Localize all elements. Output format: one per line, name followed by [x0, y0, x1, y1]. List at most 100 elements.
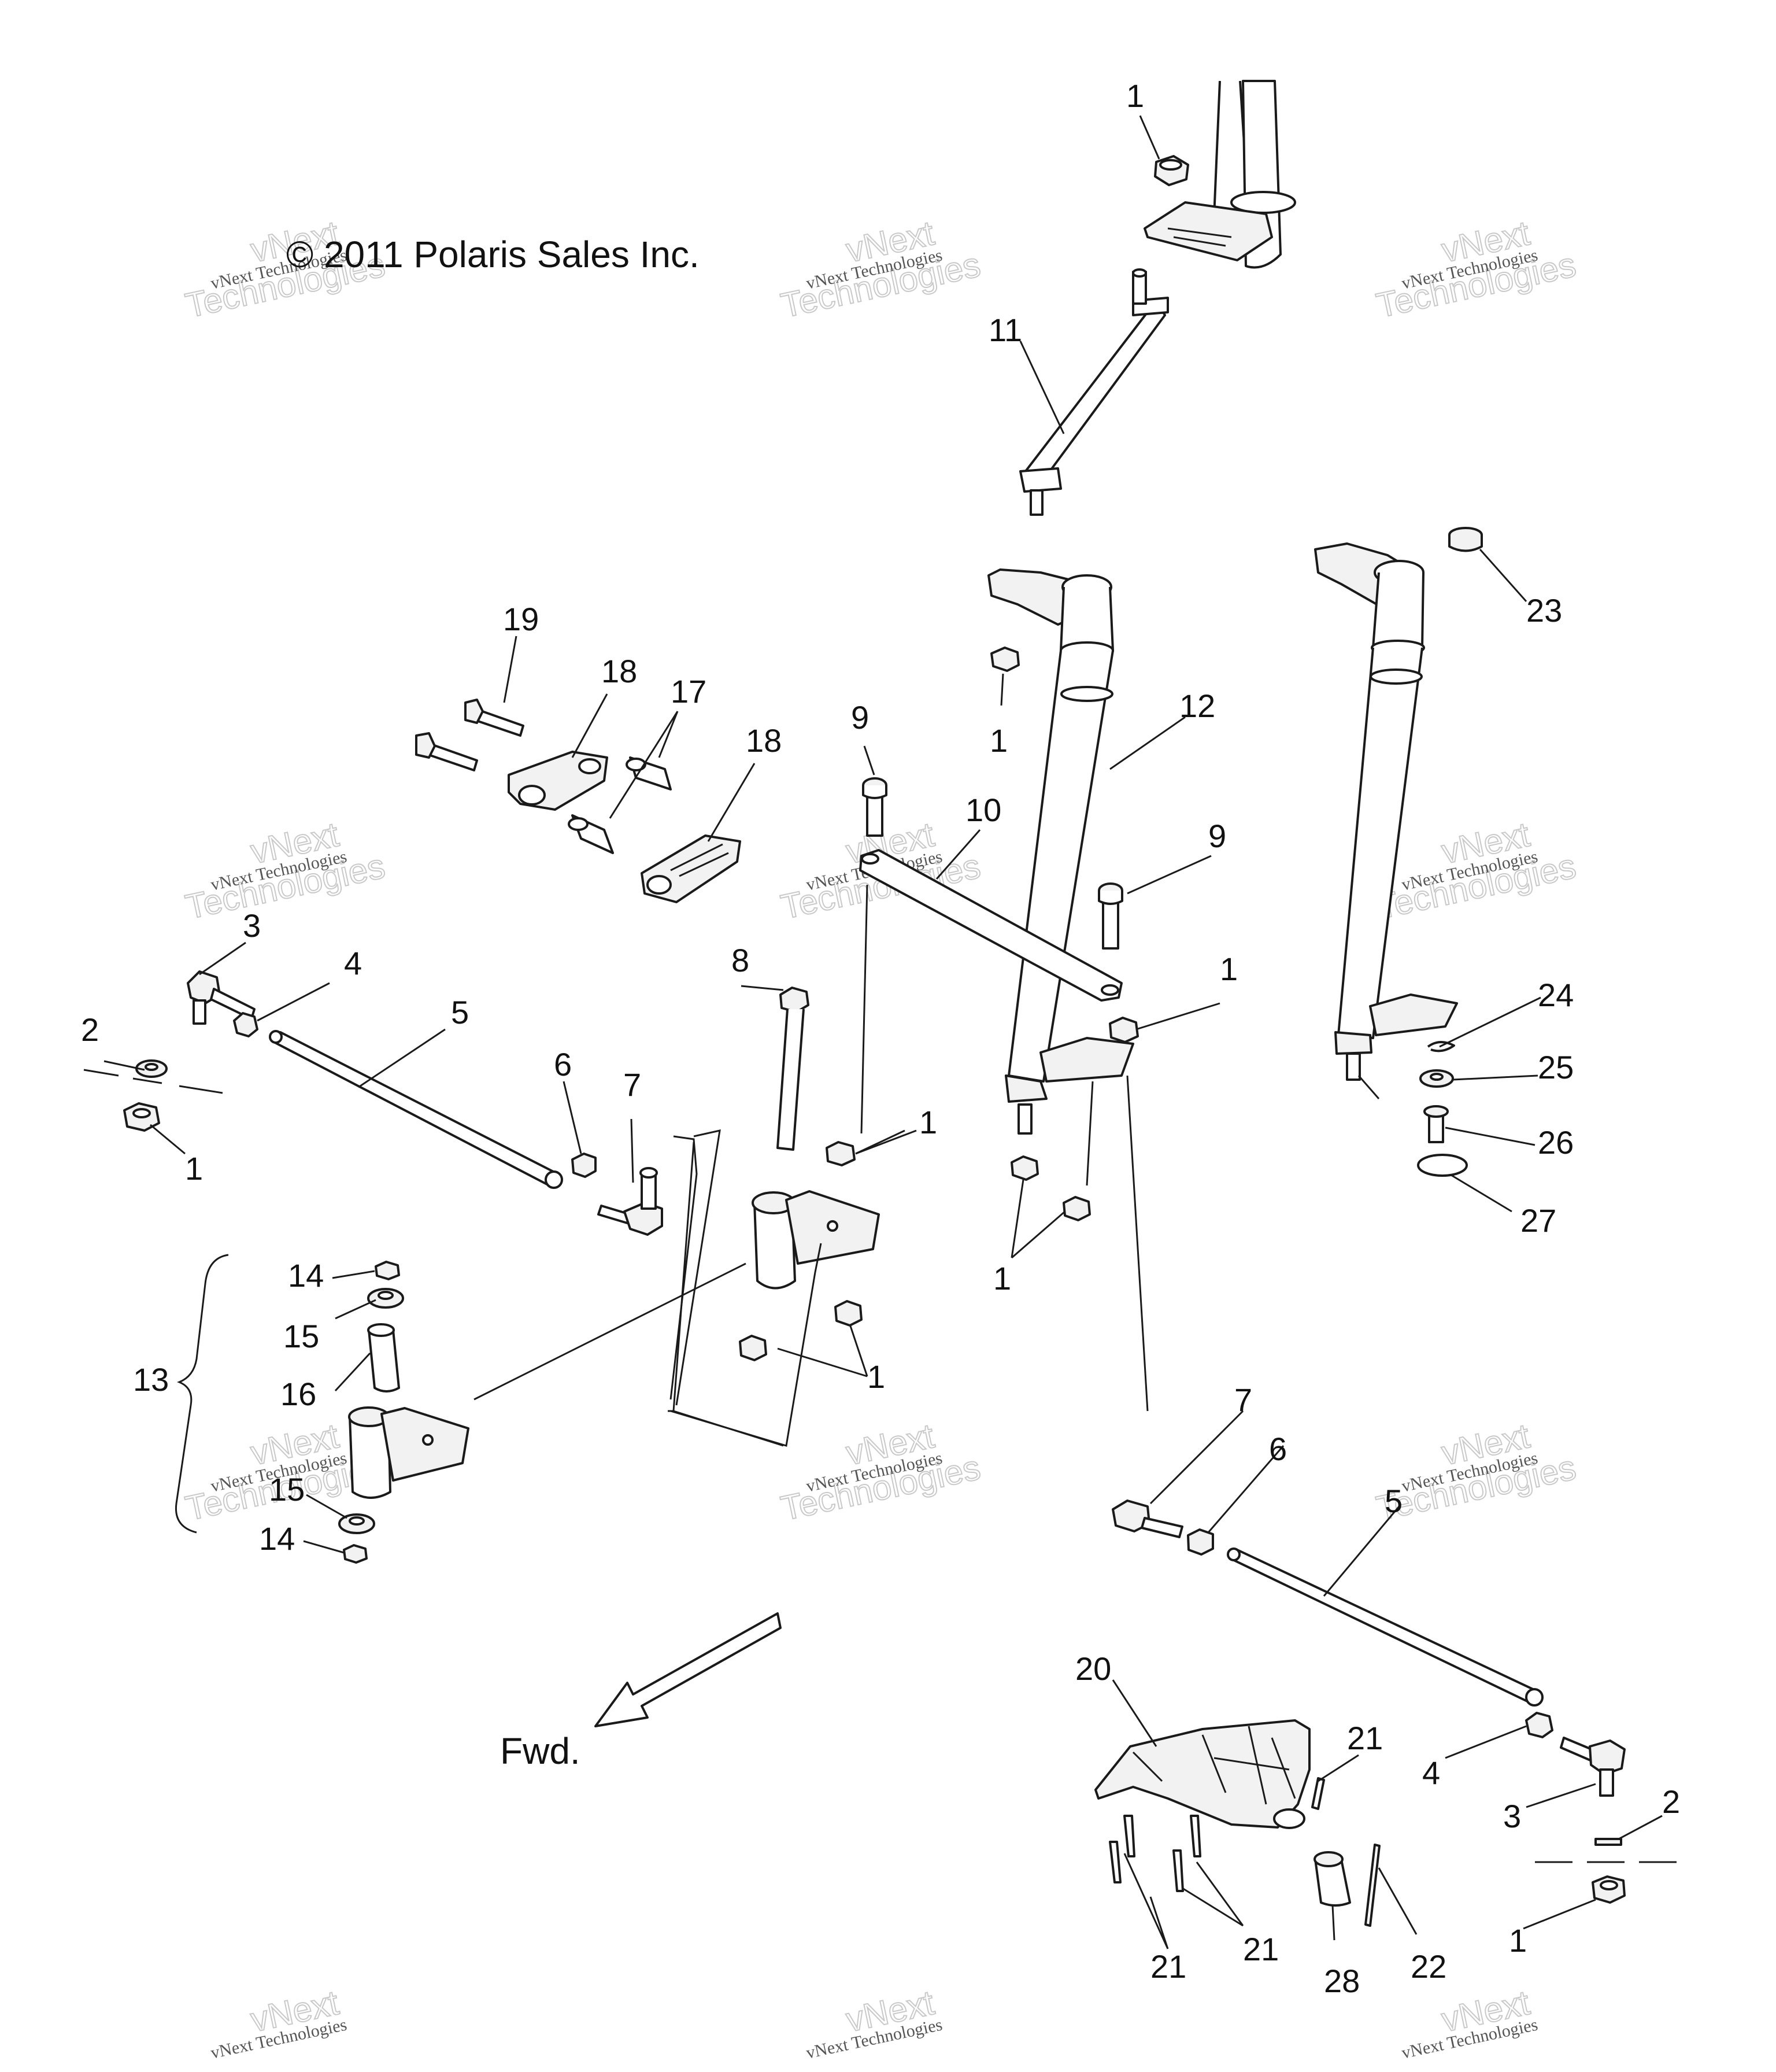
watermarks: vNext Technologies vNext Technologies vN…: [182, 213, 1580, 2063]
guard-20: [1094, 1719, 1311, 1829]
callout-15-bottom: 15: [269, 1471, 305, 1508]
callout-3-left: 3: [243, 907, 261, 944]
washer-15-bottom: [338, 1513, 375, 1534]
tie-rod-5-right: [1227, 1547, 1544, 1707]
callout-10: 10: [965, 792, 1001, 828]
callout-5-right: 5: [1385, 1483, 1403, 1519]
tie-rod-end-7-left: [597, 1167, 663, 1236]
callout-20: 20: [1075, 1650, 1111, 1687]
intermediate-link-11: [1019, 268, 1169, 516]
callout-1-column: 1: [990, 722, 1008, 759]
jam-nut-4-left: [233, 1012, 258, 1037]
callout-21-bottom-right: 21: [1243, 1931, 1279, 1967]
nut-14-top: [375, 1261, 400, 1280]
callout-25: 25: [1538, 1049, 1574, 1085]
tie-rod-end-7-right: [1112, 1499, 1183, 1538]
mount-bracket: [752, 1190, 880, 1290]
nut-1-column-top: [990, 647, 1020, 672]
nut-1-column-bottom-a: [1011, 1155, 1039, 1181]
rod-22: [1364, 1844, 1381, 1927]
nut-1-left: [123, 1102, 160, 1132]
dash-line-left: [83, 1069, 223, 1094]
callout-21-top: 21: [1347, 1720, 1383, 1756]
callout-19: 19: [503, 601, 539, 637]
callout-9-left: 9: [851, 699, 869, 736]
callout-13: 13: [133, 1361, 169, 1398]
watermark-low-center: vNext Technologies vNext Technologies: [777, 1416, 985, 1528]
bushing-17-b: [626, 756, 672, 791]
bushing-28: [1314, 1851, 1351, 1907]
watermark-bottom-right: vNext vNext Technologies: [1400, 1982, 1539, 2063]
callout-5-left: 5: [451, 994, 469, 1031]
washer-2-right: [1594, 1838, 1622, 1846]
nut-1-right: [1592, 1875, 1626, 1904]
upper-steering-shaft: [1144, 80, 1296, 269]
nut-1-mount-top: [826, 1141, 856, 1166]
tie-rod-end-3-left: [187, 970, 256, 1025]
callout-2-left: 2: [81, 1011, 99, 1048]
nut-1-mount-l: [739, 1335, 767, 1361]
washer-15-top: [367, 1288, 404, 1309]
bolt-8: [776, 987, 809, 1151]
callout-3-right: 3: [1503, 1798, 1521, 1834]
callout-18-right: 18: [746, 722, 782, 759]
callout-26: 26: [1538, 1124, 1574, 1161]
callout-15-top: 15: [283, 1318, 319, 1354]
steering-column-12: [987, 568, 1134, 1135]
steering-column-right: [1314, 542, 1458, 1081]
ring-27: [1417, 1154, 1468, 1177]
callout-14-top: 14: [288, 1257, 324, 1294]
callout-11: 11: [989, 312, 1022, 348]
sleeve-16: [367, 1323, 400, 1393]
forward-label: Fwd.: [500, 1730, 580, 1772]
bracket-18-left: [508, 751, 608, 811]
nut-top: [1154, 155, 1189, 186]
watermark-bottom-center: vNext vNext Technologies: [804, 1982, 944, 2063]
callout-4-right: 4: [1422, 1755, 1440, 1791]
bolt-19-lower: [415, 732, 478, 771]
callout-6-right: 6: [1269, 1431, 1287, 1467]
watermark-bottom-left: vNext vNext Technologies: [209, 1982, 348, 2063]
callout-8: 8: [731, 942, 749, 978]
callout-1-low: 1: [867, 1358, 885, 1395]
bracket-18-right: [641, 834, 741, 903]
bolt-9-right: [1098, 882, 1123, 950]
callout-7-right: 7: [1234, 1382, 1252, 1418]
nut-1-column-bottom-b: [1063, 1196, 1091, 1221]
callout-1-pair: 1: [993, 1260, 1011, 1297]
brace-13: [175, 1254, 229, 1534]
callout-1-left: 1: [185, 1150, 203, 1187]
callout-18-left: 18: [601, 653, 637, 689]
callout-1-top: 1: [1126, 77, 1144, 114]
callout-12: 12: [1179, 688, 1215, 724]
bushing-17-a: [568, 814, 614, 854]
callout-1-mid: 1: [919, 1104, 937, 1140]
forward-arrow: [594, 1612, 782, 1727]
nut-14-bottom: [343, 1544, 368, 1564]
callout-14-bottom: 14: [259, 1520, 295, 1557]
callout-2-right: 2: [1662, 1783, 1680, 1820]
callout-24: 24: [1538, 977, 1574, 1013]
callout-27: 27: [1520, 1202, 1556, 1239]
tie-link-10: [859, 849, 1123, 1002]
callout-9-right: 9: [1208, 818, 1226, 854]
callout-17: 17: [671, 673, 706, 710]
bolt-19-upper: [464, 699, 524, 737]
washer-25: [1419, 1069, 1454, 1088]
watermark-top-right: vNext Technologies vNext Technologies: [1372, 213, 1580, 326]
callout-1-right: 1: [1509, 1922, 1527, 1959]
callout-22: 22: [1411, 1948, 1446, 1985]
bolt-9-left: [862, 777, 887, 837]
jam-nut-4-right: [1525, 1712, 1553, 1738]
leader-lines: [103, 115, 1663, 1949]
watermark-mid-left: vNext Technologies vNext Technologies: [182, 814, 389, 927]
cap-23: [1448, 527, 1483, 552]
assembly-lines: [473, 884, 1380, 1447]
nut-1-mount-r: [834, 1300, 863, 1327]
tie-rod-5-left: [269, 1030, 563, 1189]
callout-21-bottom-left: 21: [1150, 1948, 1186, 1985]
callout-numbers: 1 11 19 18 17 18 9 1 12 23 10 9 3 4 5 2 …: [81, 77, 1680, 1999]
pin-26: [1423, 1105, 1449, 1143]
copyright-notice: © 2011 Polaris Sales Inc.: [286, 234, 700, 275]
